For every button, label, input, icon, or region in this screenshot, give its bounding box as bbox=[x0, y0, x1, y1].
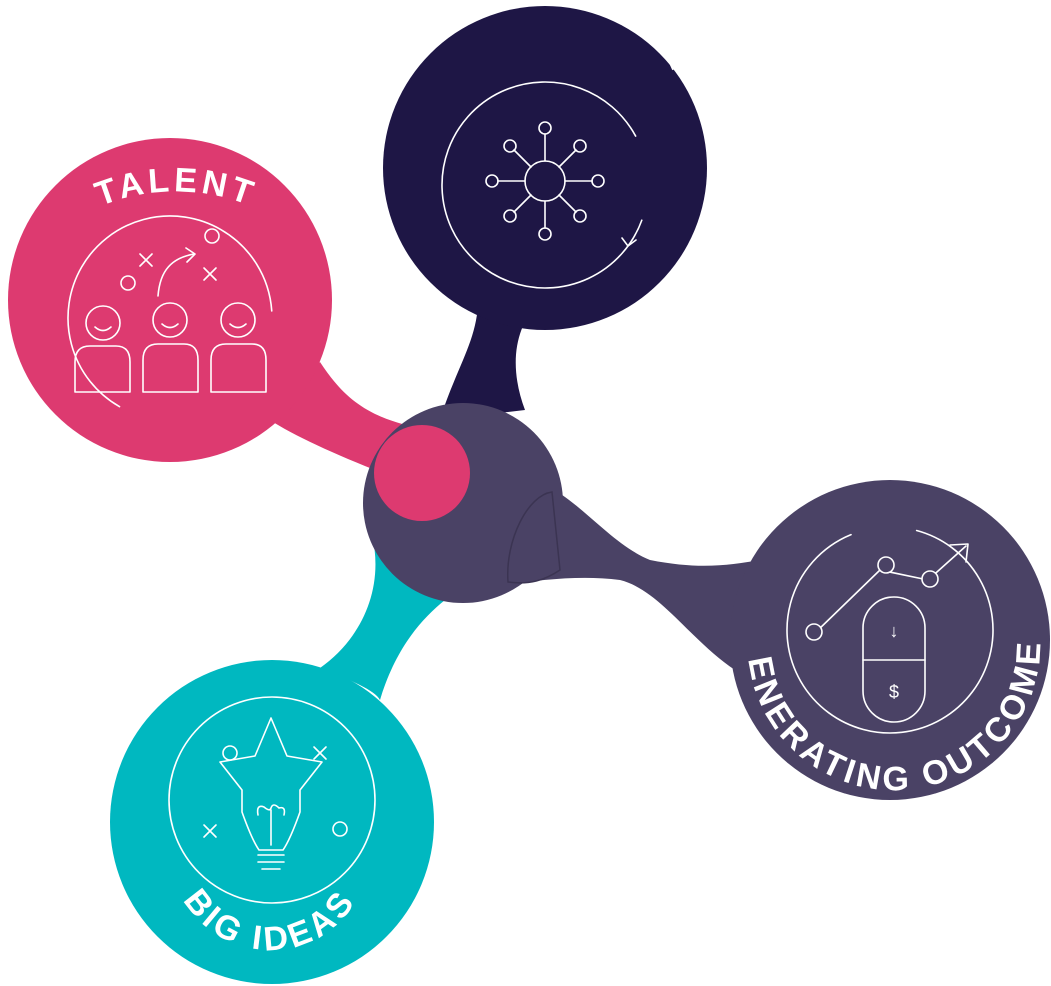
node-collaborate: COLLABORATE bbox=[383, 0, 707, 330]
node-talent: TALENT bbox=[8, 138, 332, 462]
growth-capsule-icon: ↓ $ bbox=[805, 543, 969, 723]
connector-generating-outcomes bbox=[505, 479, 760, 670]
network-hub-icon bbox=[485, 121, 605, 241]
node-big-ideas: BIG IDEAS bbox=[110, 660, 434, 984]
team-playbook-icon bbox=[74, 228, 267, 393]
down-arrow-icon: ↓ bbox=[890, 621, 899, 641]
dollar-icon: $ bbox=[889, 682, 899, 702]
lightbulb-star-icon bbox=[203, 717, 348, 870]
node-big-ideas-circle bbox=[110, 660, 434, 984]
hub-talent-cap bbox=[374, 425, 470, 521]
connector-collaborate bbox=[440, 300, 540, 420]
hub-inner-lobe bbox=[507, 491, 561, 584]
